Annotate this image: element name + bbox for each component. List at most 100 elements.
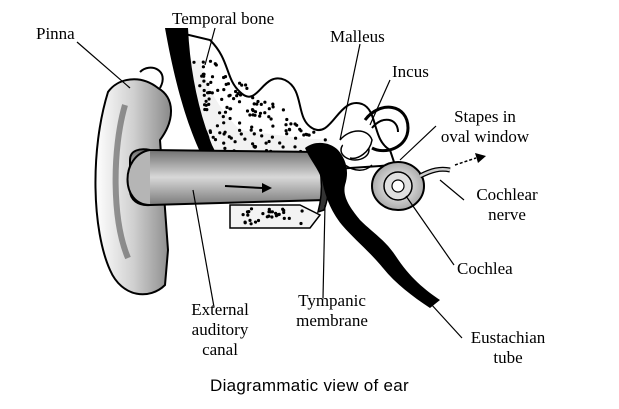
label-cochlea: Cochlea bbox=[457, 259, 513, 278]
bone-dot bbox=[232, 97, 236, 101]
bone-dot bbox=[200, 74, 204, 78]
bone-dot bbox=[271, 102, 275, 106]
bone-dot bbox=[243, 137, 247, 141]
bone-dot bbox=[256, 99, 260, 104]
bone-dot bbox=[210, 75, 215, 79]
bone-dot bbox=[203, 107, 207, 112]
bone-wedge-shape bbox=[165, 28, 222, 168]
bone-dot bbox=[269, 210, 273, 214]
bone-dot bbox=[258, 111, 263, 115]
bone-dot bbox=[282, 216, 286, 220]
bone-dot bbox=[259, 102, 263, 106]
label-incus: Incus bbox=[392, 62, 429, 81]
bone-dot bbox=[263, 100, 267, 104]
figure-caption: Diagrammatic view of ear bbox=[210, 376, 409, 395]
bone-dot bbox=[204, 99, 208, 103]
bone-dot bbox=[302, 133, 306, 137]
sound-arrow-icon bbox=[224, 183, 272, 193]
bone-dot bbox=[253, 145, 258, 149]
bone-dot bbox=[208, 129, 212, 133]
bone-dot bbox=[294, 136, 298, 140]
bone-dot bbox=[259, 128, 263, 132]
bone-dot bbox=[299, 221, 303, 226]
bone-dot bbox=[225, 105, 229, 109]
bone-dot bbox=[210, 91, 214, 95]
bone-dot bbox=[281, 108, 285, 112]
bone-dot bbox=[213, 62, 217, 66]
bone-dot bbox=[238, 93, 243, 97]
bone-dot bbox=[222, 141, 226, 145]
bone-dot bbox=[281, 145, 285, 149]
bone-dot bbox=[221, 115, 225, 119]
bone-dot bbox=[285, 117, 289, 122]
bone-dot bbox=[220, 97, 224, 101]
bone-dot bbox=[261, 212, 265, 216]
bone-dot bbox=[245, 86, 249, 90]
label-stapes: Stapes in oval window bbox=[440, 107, 530, 146]
bone-dot bbox=[253, 220, 258, 224]
bone-dot bbox=[202, 88, 206, 93]
bone-dot bbox=[222, 121, 226, 125]
bone-dot bbox=[227, 135, 231, 139]
bone-dot bbox=[255, 102, 259, 106]
bone-dot bbox=[207, 97, 211, 101]
cochlea-shape bbox=[371, 161, 451, 211]
bone-dot bbox=[243, 221, 247, 225]
bone-dot bbox=[241, 213, 245, 217]
bone-dot bbox=[251, 113, 255, 117]
bone-dot bbox=[305, 133, 309, 137]
bone-dot bbox=[267, 139, 271, 144]
bone-dot bbox=[270, 135, 274, 139]
bone-dot bbox=[252, 102, 256, 106]
bone-dot bbox=[201, 65, 205, 69]
bone-dot bbox=[251, 96, 255, 100]
bone-dot bbox=[192, 60, 196, 64]
bone-dot bbox=[252, 132, 256, 136]
bone-dot bbox=[238, 81, 242, 85]
bone-dot bbox=[267, 115, 271, 119]
bone-dot bbox=[282, 210, 286, 215]
bone-dot bbox=[265, 215, 269, 219]
bone-dot bbox=[287, 216, 291, 220]
bone-dot bbox=[267, 107, 271, 111]
bone-dot bbox=[246, 213, 250, 217]
bone-dot bbox=[258, 114, 262, 118]
bone-dot bbox=[216, 88, 220, 92]
bone-dot bbox=[269, 117, 273, 121]
bone-dot bbox=[202, 93, 206, 97]
bone-dot bbox=[245, 109, 250, 113]
bone-dot bbox=[249, 207, 254, 211]
bone-dot bbox=[223, 130, 227, 134]
bone-dot bbox=[256, 218, 261, 223]
middle-ear-shape bbox=[305, 105, 440, 308]
label-temporal-bone: Temporal bone bbox=[172, 9, 275, 28]
bone-dot bbox=[284, 129, 288, 133]
bone-dot bbox=[208, 59, 213, 63]
label-cochlear-nerve: Cochlear nerve bbox=[476, 185, 538, 224]
bone-dot bbox=[260, 134, 264, 138]
bone-dot bbox=[215, 124, 219, 128]
bone-dot bbox=[263, 111, 267, 115]
bone-dot bbox=[237, 100, 242, 104]
bone-dot bbox=[211, 135, 215, 139]
bone-dot bbox=[248, 218, 252, 222]
bone-dot bbox=[274, 211, 278, 215]
bone-dot bbox=[233, 140, 237, 144]
bone-dot bbox=[238, 128, 242, 132]
bone-dot bbox=[238, 121, 242, 125]
bone-dot bbox=[323, 138, 327, 142]
bone-dot bbox=[234, 89, 238, 94]
bone-dot bbox=[251, 142, 255, 146]
bone-dot bbox=[207, 102, 211, 106]
bone-dot bbox=[201, 60, 205, 64]
label-external-canal: External auditory canal bbox=[191, 300, 249, 359]
bone-dot bbox=[289, 122, 293, 126]
bone-dot bbox=[228, 93, 232, 97]
bone-dot bbox=[287, 127, 291, 131]
lower-bone-dots bbox=[241, 207, 304, 226]
bone-dot bbox=[224, 82, 228, 86]
bone-dot bbox=[298, 127, 302, 131]
bone-dot bbox=[285, 132, 289, 136]
bone-dot bbox=[213, 138, 218, 142]
bone-dot bbox=[284, 123, 288, 127]
